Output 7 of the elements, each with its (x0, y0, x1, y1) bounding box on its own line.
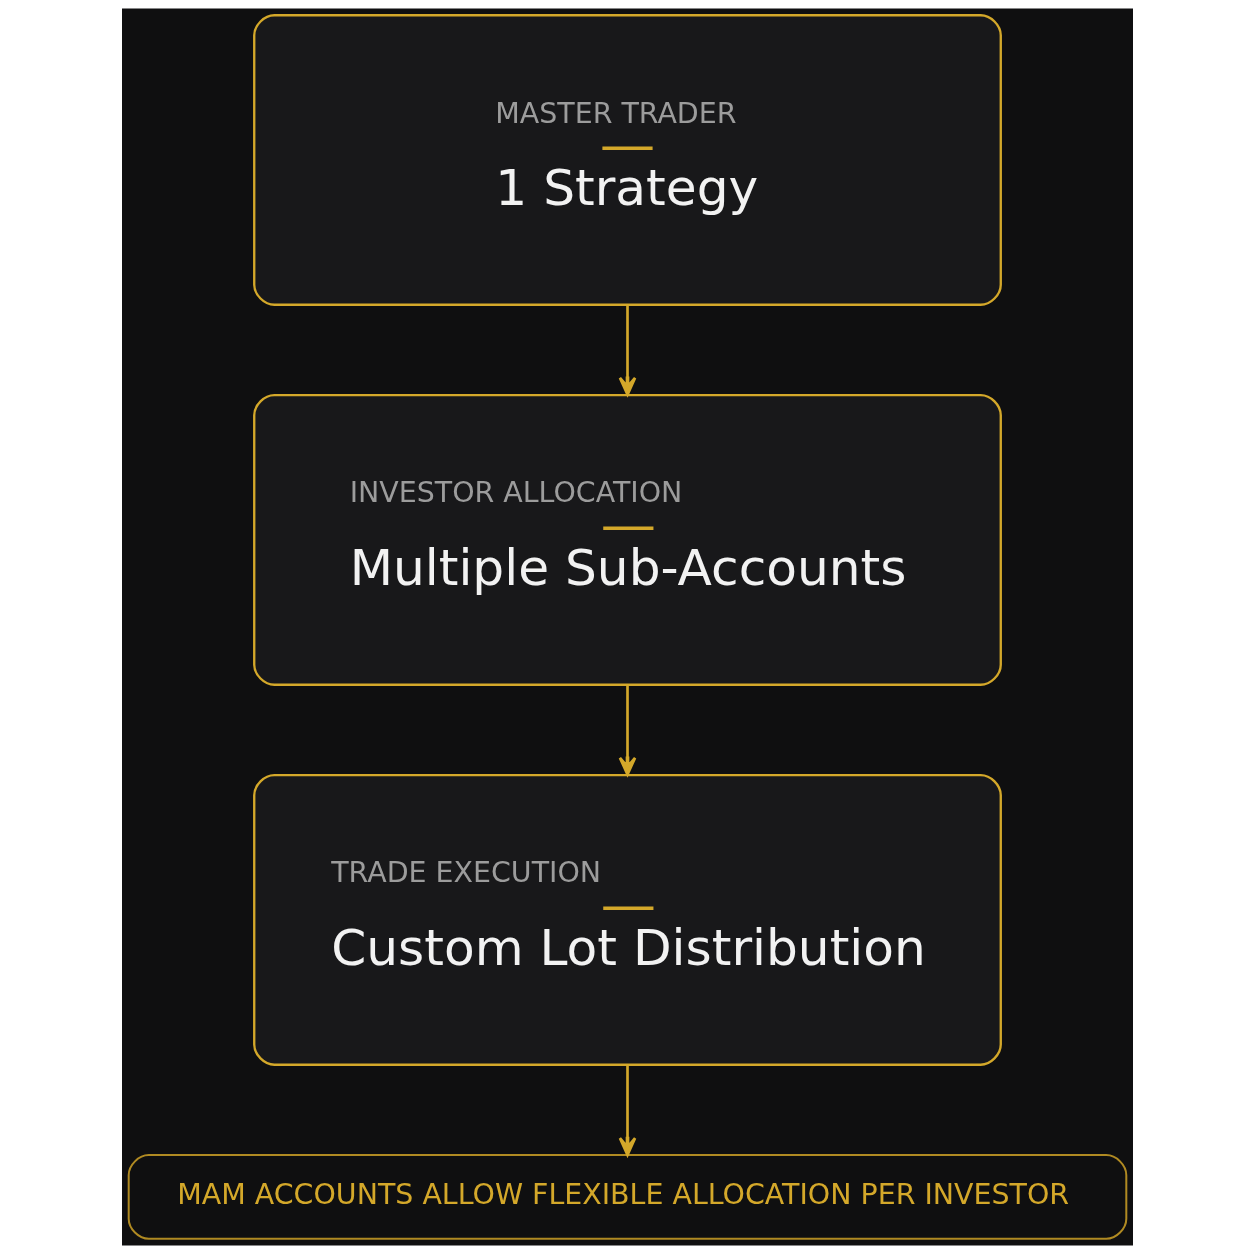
node-box: TRADE EXECUTION Custom Lot Distribution (252, 773, 1002, 1066)
node-box: MAM ACCOUNTS ALLOW FLEXIBLE ALLOCATION PER INVESTOR (127, 1154, 1127, 1240)
node-box: MASTER TRADER 1 Strategy (252, 14, 1002, 306)
arrow (618, 685, 636, 776)
arrow (618, 1064, 636, 1157)
node-box: INVESTOR ALLOCATION Multiple Sub-Accounts (252, 394, 1002, 686)
arrow (618, 305, 636, 396)
